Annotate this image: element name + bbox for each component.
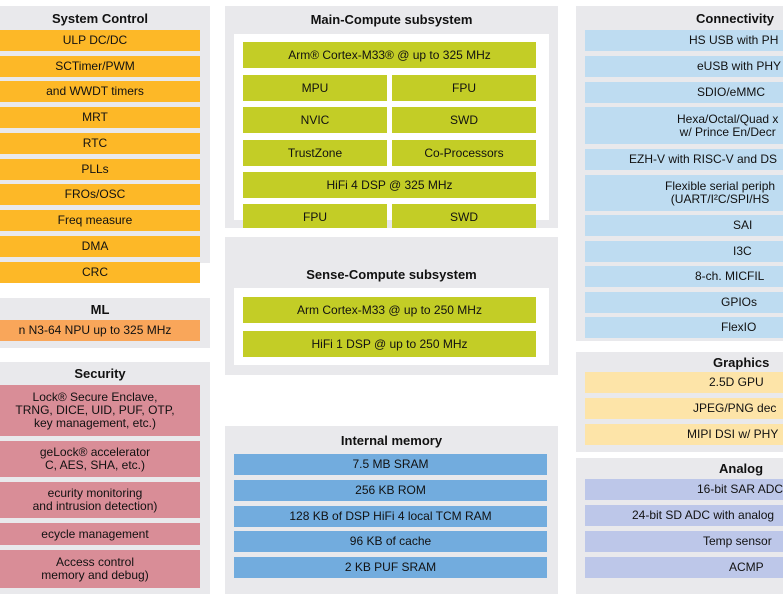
main-compute-mpu-block: MPU (243, 75, 387, 101)
main-compute-dsp-swd-block: SWD (392, 204, 536, 228)
main-compute-panel: Main-Compute subsystem Arm® Cortex-M33® … (225, 6, 558, 228)
analog-sar-adc-block: 16-bit SAR ADC (585, 479, 783, 500)
memory-puf-sram-block: 2 KB PUF SRAM (234, 557, 547, 578)
connectivity-xspi-block: Hexa/Octal/Quad x w/ Prince En/Decr (585, 107, 783, 144)
security-title: Security (74, 366, 126, 381)
main-compute-coprocessors-block: Co-Processors (392, 140, 536, 166)
graphics-panel: Graphics 2.5D GPU JPEG/PNG dec MIPI DSI … (576, 352, 783, 452)
system-control-item-wwdt-timers: and WWDT timers (0, 81, 200, 102)
analog-title: Analog (719, 461, 764, 476)
main-compute-fpu-block: FPU (392, 75, 536, 101)
connectivity-flexio-block: FlexIO (585, 317, 783, 338)
connectivity-flexcomm-block: Flexible serial periph (UART/I²C/SPI/HS (585, 175, 783, 211)
internal-memory-panel: Internal memory 7.5 MB SRAM 256 KB ROM 1… (225, 426, 558, 594)
connectivity-ezhv-block: EZH-V with RISC-V and DS (585, 149, 783, 170)
main-compute-swd-block: SWD (392, 107, 536, 133)
system-control-item-dma: DMA (0, 236, 200, 257)
graphics-jpeg-png-block: JPEG/PNG dec (585, 398, 783, 419)
ml-panel: ML n N3-64 NPU up to 325 MHz (0, 298, 210, 348)
main-compute-title: Main-Compute subsystem (310, 12, 473, 27)
analog-sd-adc-block: 24-bit SD ADC with analog (585, 505, 783, 526)
main-compute-hifi4-dsp-block: HiFi 4 DSP @ 325 MHz (243, 172, 536, 198)
graphics-title: Graphics (713, 355, 770, 370)
internal-memory-title: Internal memory (340, 433, 443, 448)
system-control-item-rtc: RTC (0, 133, 200, 154)
connectivity-gpios-block: GPIOs (585, 292, 783, 313)
connectivity-i3c-block: I3C (585, 241, 783, 262)
security-accelerator-block: geLock® accelerator C, AES, SHA, etc.) (0, 441, 200, 477)
memory-sram-block: 7.5 MB SRAM (234, 454, 547, 475)
graphics-gpu-block: 2.5D GPU (585, 372, 783, 393)
memory-dsp-tcm-block: 128 KB of DSP HiFi 4 local TCM RAM (234, 506, 547, 527)
security-lifecycle-block: ecycle management (0, 523, 200, 545)
ml-title: ML (90, 302, 110, 317)
security-monitoring-block: ecurity monitoring and intrusion detecti… (0, 482, 200, 518)
analog-acmp-block: ACMP (585, 557, 783, 578)
system-control-item-fros-osc: FROs/OSC (0, 184, 200, 205)
main-compute-dsp-fpu-block: FPU (243, 204, 387, 228)
system-control-item-mrt: MRT (0, 107, 200, 128)
main-compute-trustzone-block: TrustZone (243, 140, 387, 166)
system-control-item-ulp-dcdc: ULP DC/DC (0, 30, 200, 51)
sense-compute-arm-m33-block: Arm Cortex-M33 @ up to 250 MHz (243, 297, 536, 323)
system-control-title: System Control (51, 11, 149, 26)
analog-temp-sensor-block: Temp sensor (585, 531, 783, 552)
connectivity-micfil-block: 8-ch. MICFIL (585, 266, 783, 287)
security-access-control-block: Access control memory and debug) (0, 550, 200, 588)
security-panel: Security Lock® Secure Enclave, TRNG, DIC… (0, 362, 210, 594)
connectivity-sdio-block: SDIO/eMMC (585, 82, 783, 103)
connectivity-eusb-block: eUSB with PHY (585, 56, 783, 77)
connectivity-title: Connectivity (696, 11, 775, 26)
graphics-mipi-dsi-block: MIPI DSI w/ PHY (585, 424, 783, 445)
connectivity-sai-block: SAI (585, 215, 783, 236)
ml-npu-block: n N3-64 NPU up to 325 MHz (0, 320, 200, 341)
security-secure-enclave-block: Lock® Secure Enclave, TRNG, DICE, UID, P… (0, 385, 200, 436)
main-compute-arm-m33-block: Arm® Cortex-M33® @ up to 325 MHz (243, 42, 536, 68)
system-control-item-sctimer: SCTimer/PWM (0, 56, 200, 77)
system-control-item-freq-measure: Freq measure (0, 210, 200, 231)
system-control-panel: System Control ULP DC/DC SCTimer/PWM and… (0, 6, 210, 263)
analog-panel: Analog 16-bit SAR ADC 24-bit SD ADC with… (576, 458, 783, 594)
main-compute-nvic-block: NVIC (243, 107, 387, 133)
system-control-item-crc: CRC (0, 262, 200, 283)
connectivity-panel: Connectivity HS USB with PH eUSB with PH… (576, 6, 783, 341)
memory-rom-block: 256 KB ROM (234, 480, 547, 501)
connectivity-hs-usb-block: HS USB with PH (585, 30, 783, 51)
sense-compute-hifi1-dsp-block: HiFi 1 DSP @ up to 250 MHz (243, 331, 536, 357)
memory-cache-block: 96 KB of cache (234, 531, 547, 552)
system-control-item-plls: PLLs (0, 159, 200, 180)
sense-compute-title-label: Sense-Compute subsystem (306, 267, 477, 282)
